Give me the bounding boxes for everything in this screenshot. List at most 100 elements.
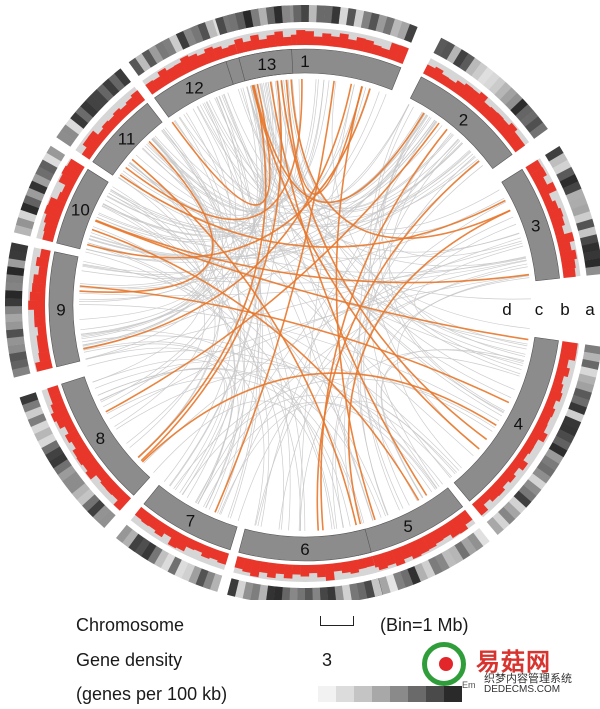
density-bar bbox=[37, 326, 47, 336]
heat-cell bbox=[363, 580, 376, 599]
gray-link bbox=[381, 349, 524, 498]
chromosome-label-7: 7 bbox=[186, 511, 195, 530]
density-bar bbox=[33, 309, 46, 319]
heat-cell bbox=[389, 18, 403, 38]
chromosome-6 bbox=[238, 528, 372, 562]
heat-cell bbox=[122, 529, 139, 548]
gray-link bbox=[101, 205, 236, 505]
heat-cell bbox=[331, 6, 341, 25]
heat-cell bbox=[341, 584, 352, 600]
density-bar bbox=[234, 556, 246, 570]
density-bar bbox=[35, 359, 53, 372]
density-bar bbox=[209, 548, 222, 561]
gray-link bbox=[87, 350, 443, 485]
density-bar bbox=[391, 547, 406, 567]
density-bar bbox=[494, 118, 510, 134]
heat-cell bbox=[562, 415, 582, 430]
density-bar bbox=[145, 80, 160, 95]
highlight-link bbox=[119, 174, 506, 248]
watermark-en: Em bbox=[462, 680, 476, 690]
heat-cell bbox=[38, 159, 58, 175]
density-bar bbox=[43, 213, 60, 227]
heat-cell bbox=[580, 234, 599, 246]
highlight-link bbox=[105, 122, 440, 413]
density-bar bbox=[50, 400, 67, 414]
heat-cell bbox=[454, 541, 471, 560]
heat-cell bbox=[544, 146, 564, 162]
gray-link bbox=[237, 263, 528, 521]
density-bar bbox=[316, 564, 326, 578]
heat-cell bbox=[477, 66, 494, 86]
heat-cell bbox=[155, 41, 171, 60]
density-bar bbox=[305, 31, 315, 46]
heat-cell bbox=[581, 242, 600, 254]
density-bar bbox=[29, 291, 46, 302]
watermark-logo-icon bbox=[422, 642, 466, 686]
heat-cell bbox=[513, 490, 532, 508]
density-bar bbox=[292, 564, 301, 575]
heat-cell bbox=[544, 448, 564, 465]
density-bar bbox=[56, 414, 73, 429]
density-bar bbox=[148, 516, 162, 531]
density-bar bbox=[242, 558, 254, 573]
density-bar bbox=[348, 559, 360, 574]
density-bar bbox=[58, 173, 77, 189]
gray-link bbox=[82, 102, 237, 346]
gray-link bbox=[108, 192, 386, 517]
chromosome-ring bbox=[48, 48, 560, 562]
heat-cell bbox=[80, 100, 99, 118]
track-a-ring bbox=[5, 4, 600, 600]
heat-cell bbox=[5, 289, 23, 299]
highlighted-links bbox=[79, 79, 530, 531]
heat-cell bbox=[140, 541, 157, 561]
density-bar bbox=[534, 420, 548, 433]
heat-cell bbox=[227, 578, 239, 597]
chromosome-3 bbox=[501, 168, 560, 282]
density-bar bbox=[234, 38, 246, 54]
density-bar bbox=[43, 222, 58, 235]
heat-cell bbox=[523, 479, 542, 497]
density-bar bbox=[61, 165, 81, 182]
heat-cell bbox=[7, 343, 26, 355]
heat-cell bbox=[96, 83, 114, 102]
heat-cell bbox=[573, 211, 593, 224]
heat-cell bbox=[577, 373, 597, 386]
density-bar bbox=[457, 83, 474, 100]
heat-cell bbox=[559, 422, 578, 437]
density-bar bbox=[179, 55, 195, 74]
heat-cell bbox=[483, 71, 501, 90]
heat-cell bbox=[161, 37, 177, 57]
density-bar bbox=[537, 181, 557, 198]
heat-cell bbox=[579, 366, 598, 378]
heat-cell bbox=[552, 435, 572, 451]
density-bar bbox=[308, 564, 318, 574]
heat-cell bbox=[34, 426, 53, 442]
track-b-ring bbox=[28, 27, 581, 582]
density-bar bbox=[82, 137, 100, 153]
gray-link bbox=[246, 86, 503, 417]
density-bar bbox=[555, 365, 570, 378]
heat-cell bbox=[6, 266, 25, 276]
density-bar bbox=[488, 112, 504, 128]
chromosome-label-1: 1 bbox=[300, 52, 309, 71]
heat-cell bbox=[30, 419, 50, 435]
density-bar bbox=[338, 33, 349, 49]
density-bar bbox=[321, 33, 332, 47]
heat-cell bbox=[515, 104, 534, 122]
heat-cell bbox=[234, 11, 247, 30]
heat-cell bbox=[346, 8, 357, 27]
heat-cell bbox=[556, 166, 576, 182]
density-bar bbox=[332, 562, 343, 572]
gray-link bbox=[181, 395, 452, 495]
heat-cell bbox=[378, 576, 391, 595]
density-bar bbox=[33, 274, 47, 285]
density-bar bbox=[470, 91, 489, 111]
heat-cell bbox=[128, 57, 145, 77]
density-bar bbox=[553, 373, 564, 385]
heat-cell bbox=[114, 68, 131, 87]
gray-link bbox=[82, 138, 215, 347]
heat-cell bbox=[71, 482, 90, 500]
density-bar bbox=[282, 36, 292, 46]
gray-link bbox=[396, 277, 530, 469]
density-bar bbox=[112, 107, 127, 122]
